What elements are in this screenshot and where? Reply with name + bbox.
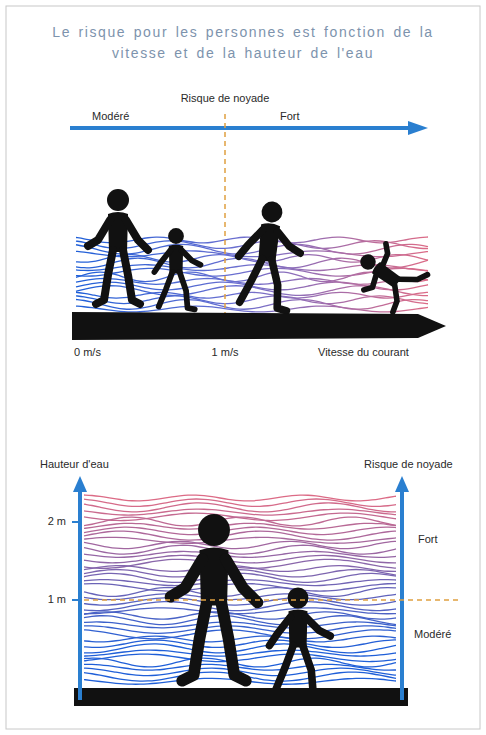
person-silhouette xyxy=(171,514,258,681)
person-silhouette xyxy=(270,588,331,695)
wave-line xyxy=(84,664,396,670)
head xyxy=(168,228,184,244)
wave-line xyxy=(84,608,396,614)
wave-line xyxy=(84,551,396,557)
wave-line xyxy=(84,555,396,562)
wave-line xyxy=(84,654,396,661)
wave-line xyxy=(84,495,396,501)
wave-line xyxy=(84,527,396,534)
limb xyxy=(381,285,406,312)
title: Le risque pour les personnes est fonctio… xyxy=(28,22,458,64)
wave-line xyxy=(84,537,396,543)
speed-axis xyxy=(72,312,446,340)
limb xyxy=(375,244,394,266)
wave-line xyxy=(84,602,396,611)
label: 0 m/s xyxy=(74,346,101,359)
tick xyxy=(72,599,80,601)
threshold-line xyxy=(84,599,458,601)
current-waves xyxy=(76,237,428,312)
label: Fort xyxy=(280,110,300,123)
limb xyxy=(180,272,195,309)
label: Modéré xyxy=(414,628,451,641)
threshold-line xyxy=(224,114,226,338)
wave-line xyxy=(84,594,396,600)
person-silhouette xyxy=(88,189,148,304)
arrow-head xyxy=(408,121,428,135)
limb xyxy=(303,646,323,695)
arrow-head xyxy=(395,476,409,492)
wave-line xyxy=(76,251,428,257)
limb xyxy=(270,617,291,646)
limb xyxy=(171,559,203,597)
depth-waves xyxy=(84,495,396,684)
limb xyxy=(399,263,428,292)
limb xyxy=(276,232,303,253)
wave-line xyxy=(84,636,396,642)
head xyxy=(107,189,129,211)
label: 1 m xyxy=(48,593,66,606)
label: Risque de noyade xyxy=(181,92,270,105)
frame xyxy=(6,6,480,729)
limb xyxy=(226,559,258,603)
head xyxy=(261,201,284,224)
wave-line xyxy=(84,545,396,554)
risk-axis xyxy=(400,490,404,700)
limb xyxy=(154,250,170,272)
wave-line xyxy=(84,559,396,568)
arrow-head xyxy=(73,476,87,492)
wave-line xyxy=(84,616,396,625)
ground-bar xyxy=(74,688,408,706)
wave-line xyxy=(84,509,396,515)
limb xyxy=(306,617,331,636)
limb xyxy=(267,260,292,311)
limb xyxy=(123,250,140,304)
limb xyxy=(364,274,380,293)
label: Hauteur d'eau xyxy=(40,458,109,471)
risk-arrow xyxy=(70,126,410,130)
limb xyxy=(159,272,173,307)
label: Fort xyxy=(418,533,438,546)
label: Vitesse du courant xyxy=(318,346,409,359)
wave-line xyxy=(76,306,428,312)
label: 1 m/s xyxy=(212,346,239,359)
tick xyxy=(72,521,80,523)
limb xyxy=(239,228,263,259)
person-silhouette xyxy=(154,228,200,309)
head xyxy=(288,588,309,609)
limb xyxy=(88,220,110,246)
limb xyxy=(182,603,207,681)
limb xyxy=(182,250,201,264)
limb xyxy=(221,603,246,681)
limb xyxy=(275,646,293,692)
wave-line xyxy=(84,503,396,512)
head xyxy=(198,514,230,546)
limb xyxy=(96,250,113,304)
limb xyxy=(126,220,148,250)
silhouettes xyxy=(88,189,428,695)
wave-line xyxy=(84,598,396,605)
label: Modéré xyxy=(92,110,129,123)
label: Risque de noyade xyxy=(364,458,453,471)
wave-line xyxy=(84,630,396,639)
person-silhouette xyxy=(346,237,428,316)
person-silhouette xyxy=(234,199,306,312)
limb xyxy=(240,257,263,304)
wave-line xyxy=(84,541,396,548)
label: 2 m xyxy=(48,515,66,528)
